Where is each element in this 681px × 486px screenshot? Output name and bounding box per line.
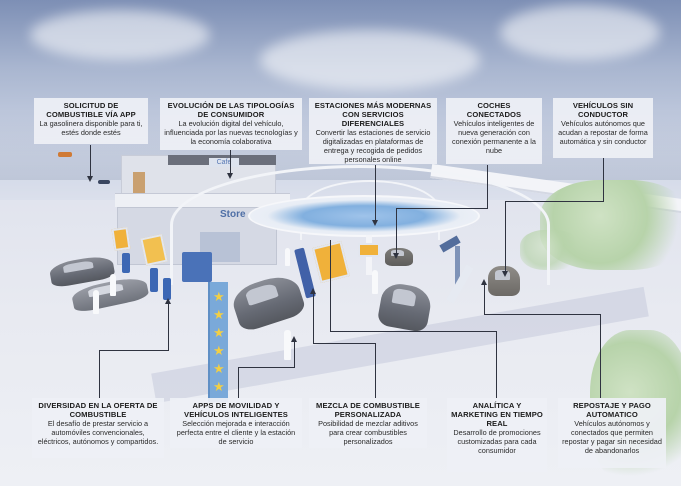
connector-line xyxy=(603,158,604,202)
callout-title: DIVERSIDAD EN LA OFERTA DE COMBUSTIBLE xyxy=(38,401,158,419)
callout-description: La gasolinera disponible para ti, estés … xyxy=(39,119,143,137)
connector-line xyxy=(230,150,231,176)
fuel-price-sign-small xyxy=(358,243,380,257)
connector-line xyxy=(313,343,376,344)
callout-diversidad-combustible: DIVERSIDAD EN LA OFERTA DE COMBUSTIBLE E… xyxy=(32,398,164,458)
connector-line xyxy=(505,201,604,202)
connector-line xyxy=(294,340,295,368)
connector-line xyxy=(375,165,376,223)
person xyxy=(93,290,99,314)
arrow-down-icon xyxy=(502,271,508,277)
connector-line xyxy=(375,343,376,398)
cafe-window-accent xyxy=(133,172,145,194)
callout-title: MEZCLA DE COMBUSTIBLE PERSONALIZADA xyxy=(316,401,420,419)
connector-line xyxy=(330,331,497,332)
callout-title: REPOSTAJE Y PAGO AUTOMATICO xyxy=(573,401,651,419)
connector-line xyxy=(484,283,485,315)
connector-line xyxy=(484,314,601,315)
callout-description: La evolución digital del vehículo, influ… xyxy=(164,119,298,146)
canopy-arch xyxy=(170,165,550,285)
callout-title: SOLICITUD DE COMBUSTIBLE VÍA APP xyxy=(46,101,136,119)
delivery-drone xyxy=(98,180,110,184)
person-with-phone xyxy=(284,330,291,360)
star-icon: ★ xyxy=(213,361,225,376)
arrow-down-icon xyxy=(372,220,378,226)
connector-line xyxy=(330,240,331,332)
star-icon: ★ xyxy=(213,325,225,340)
star-icon: ★ xyxy=(213,379,225,394)
callout-estaciones-modernas: ESTACIONES MÁS MODERNAS CON SERVICIOS DI… xyxy=(309,98,437,164)
callout-title: ANALÍTICA Y MARKETING EN TIEMPO REAL xyxy=(451,401,543,428)
connector-line xyxy=(496,331,497,398)
connector-line xyxy=(600,314,601,398)
cloud xyxy=(260,30,480,90)
callout-repostaje-pago: REPOSTAJE Y PAGO AUTOMATICO Vehículos au… xyxy=(558,398,666,468)
brand-star-tower: ★ ★ ★ ★ ★ ★ xyxy=(208,282,228,402)
callout-description: Vehículos autónomos y conectados que per… xyxy=(562,419,662,455)
arrow-up-icon xyxy=(310,288,316,294)
callout-description: Convertir las estaciones de servicio dig… xyxy=(315,128,431,164)
callout-solicitud-combustible: SOLICITUD DE COMBUSTIBLE VÍA APP La gaso… xyxy=(34,98,148,144)
star-icon: ★ xyxy=(213,289,225,304)
arrow-down-icon xyxy=(393,253,399,259)
callout-description: El desafío de prestar servicio a automóv… xyxy=(37,419,159,446)
callout-evolucion-consumidor: EVOLUCIÓN DE LAS TIPOLOGÍAS DE CONSUMIDO… xyxy=(160,98,302,150)
callout-apps-movilidad: APPS DE MOVILIDAD Y VEHÍCULOS INTELIGENT… xyxy=(170,398,302,448)
person xyxy=(372,270,378,294)
cafe-sign: Cafe xyxy=(209,158,239,167)
connector-line xyxy=(99,350,169,351)
callout-title: EVOLUCIÓN DE LAS TIPOLOGÍAS DE CONSUMIDO… xyxy=(167,101,295,119)
callout-description: Vehículos autónomos que acudan a reposta… xyxy=(558,119,648,146)
callout-coches-conectados: COCHES CONECTADOS Vehículos inteligentes… xyxy=(446,98,542,164)
callout-title: ESTACIONES MÁS MODERNAS CON SERVICIOS DI… xyxy=(314,101,432,128)
robotic-refuel-arm xyxy=(455,246,460,286)
arrow-up-icon xyxy=(291,336,297,342)
arrow-down-icon xyxy=(227,173,233,179)
fuel-pump xyxy=(150,268,158,292)
canopy-solar-roof xyxy=(248,195,480,237)
star-icon: ★ xyxy=(213,307,225,322)
callout-description: Desarrollo de promociones customizadas p… xyxy=(453,428,541,455)
person xyxy=(285,248,290,266)
arrow-up-icon xyxy=(481,279,487,285)
connector-line xyxy=(90,145,91,179)
arrow-down-icon xyxy=(87,176,93,182)
connector-line xyxy=(238,367,239,398)
fuel-pump xyxy=(122,253,130,273)
callout-description: Posibilidad de mezclar aditivos para cre… xyxy=(318,419,418,446)
callout-description: Selección mejorada e interacción perfect… xyxy=(176,419,296,446)
connector-line xyxy=(313,292,314,344)
callout-analitica-marketing: ANALÍTICA Y MARKETING EN TIEMPO REAL Des… xyxy=(447,398,547,472)
car-under-canopy xyxy=(385,248,413,266)
connector-line xyxy=(238,367,295,368)
callout-title: VEHÍCULOS SIN CONDUCTOR xyxy=(572,101,634,119)
connector-line xyxy=(487,165,488,209)
callout-title: COCHES CONECTADOS xyxy=(466,101,522,119)
ev-charger-kiosk xyxy=(182,252,212,282)
connector-line xyxy=(99,350,100,398)
callout-title: APPS DE MOVILIDAD Y VEHÍCULOS INTELIGENT… xyxy=(184,401,288,419)
cloud xyxy=(30,10,210,60)
callout-mezcla-combustible: MEZCLA DE COMBUSTIBLE PERSONALIZADA Posi… xyxy=(309,398,427,448)
fuel-price-sign xyxy=(111,226,131,252)
connector-line xyxy=(168,302,169,351)
star-icon: ★ xyxy=(213,343,225,358)
cloud xyxy=(500,5,660,60)
callout-description: Vehículos inteligentes de nueva generaci… xyxy=(452,119,536,155)
arrow-up-icon xyxy=(165,298,171,304)
fuel-pump xyxy=(163,278,171,300)
connector-line xyxy=(505,201,506,274)
connector-line xyxy=(396,208,488,209)
connector-line xyxy=(396,208,397,256)
delivery-drone xyxy=(58,152,72,157)
callout-vehiculos-sin-conductor: VEHÍCULOS SIN CONDUCTOR Vehículos autóno… xyxy=(553,98,653,158)
person xyxy=(110,274,116,296)
